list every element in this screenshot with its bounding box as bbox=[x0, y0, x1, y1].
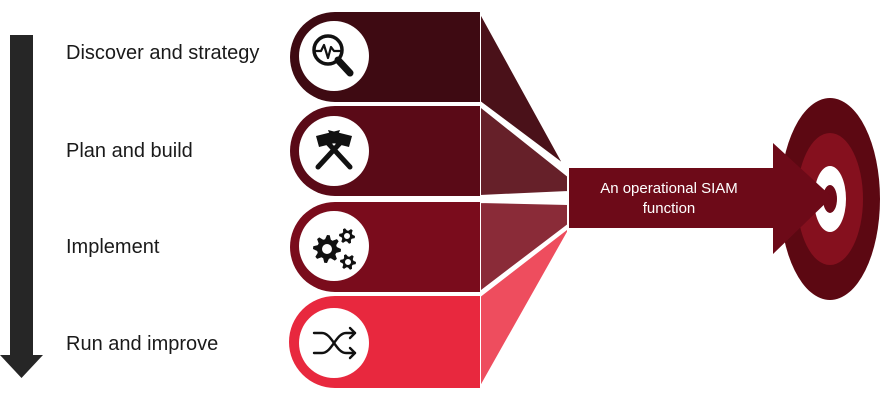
stage-label-discover: Discover and strategy bbox=[66, 42, 260, 64]
funnel-connectors bbox=[479, 11, 569, 392]
magnifier-pulse-icon bbox=[312, 34, 354, 77]
stage-icon-circles bbox=[299, 21, 369, 378]
timeline-arrow-head bbox=[0, 355, 43, 378]
stage-label-implement: Implement bbox=[66, 236, 160, 258]
result-label: An operational SIAM function bbox=[600, 180, 738, 217]
stage-label-plan: Plan and build bbox=[66, 140, 193, 162]
shuffle-arrows-icon bbox=[312, 326, 357, 360]
gears-icon bbox=[313, 228, 356, 270]
stage-label-run: Run and improve bbox=[66, 333, 219, 355]
timeline-arrow-shaft bbox=[10, 35, 33, 357]
hammers-icon bbox=[315, 130, 353, 170]
timeline-down-arrow bbox=[0, 35, 43, 378]
icon-circle-discover bbox=[299, 21, 369, 91]
result-arrow bbox=[569, 143, 832, 254]
